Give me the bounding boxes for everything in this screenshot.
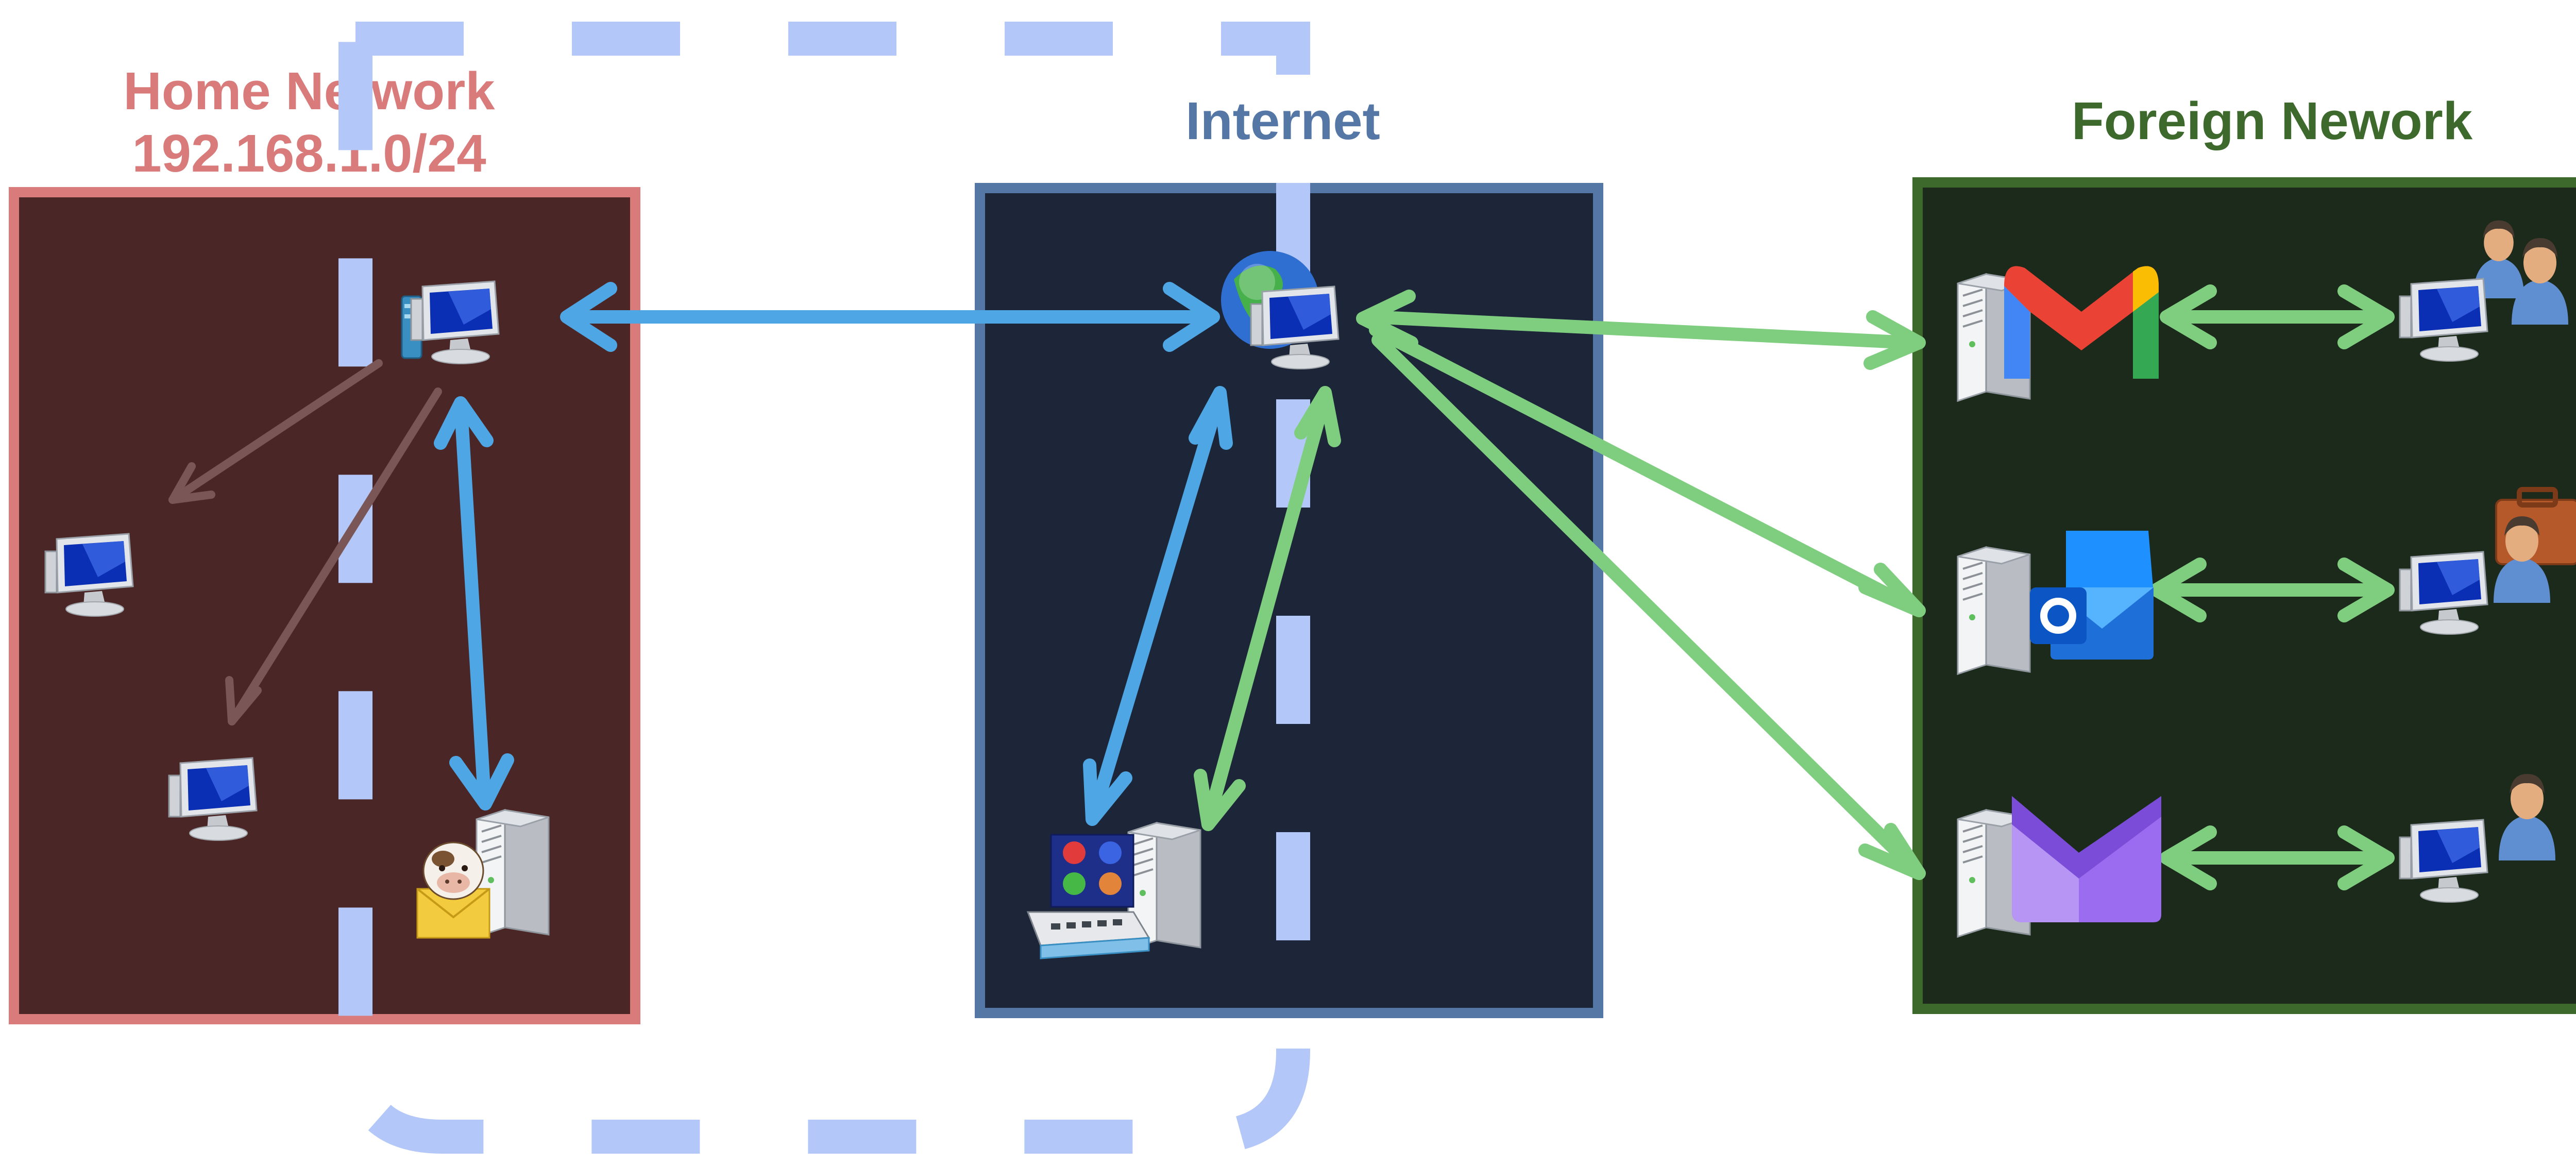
internet-title: Internet xyxy=(1185,91,1380,150)
outlook-server-icon xyxy=(1957,531,2154,675)
home-gateway-workstation-icon xyxy=(401,280,500,365)
home-network-title: Home Network xyxy=(123,61,495,121)
internet-relay-router-server-icon xyxy=(1026,822,1201,959)
gmail-server-icon xyxy=(1957,266,2159,402)
home-local-links xyxy=(168,359,442,725)
gateway-to-proton-link xyxy=(1371,333,1921,875)
gateway-to-gmail-link xyxy=(1364,310,1918,349)
businessman-workstation-icon xyxy=(2399,487,2576,635)
relay-to-internet-gateway-link xyxy=(1201,393,1331,829)
home-network-subnet: 192.168.1.0/24 xyxy=(132,124,486,183)
home-mail-server-icon xyxy=(416,809,550,939)
proton-mail-server-icon xyxy=(1957,796,2161,938)
internet-gateway-to-relay-link xyxy=(1088,393,1225,818)
vpn-tunnel-outline xyxy=(338,22,1310,1154)
external-links xyxy=(1194,284,2395,890)
gateway-to-outlook-link xyxy=(1369,323,1921,615)
foreign-network-title: Foreign Nework xyxy=(2072,91,2473,150)
home-gateway-to-mail-server-link xyxy=(454,403,491,803)
tunnel-links xyxy=(434,282,1233,826)
